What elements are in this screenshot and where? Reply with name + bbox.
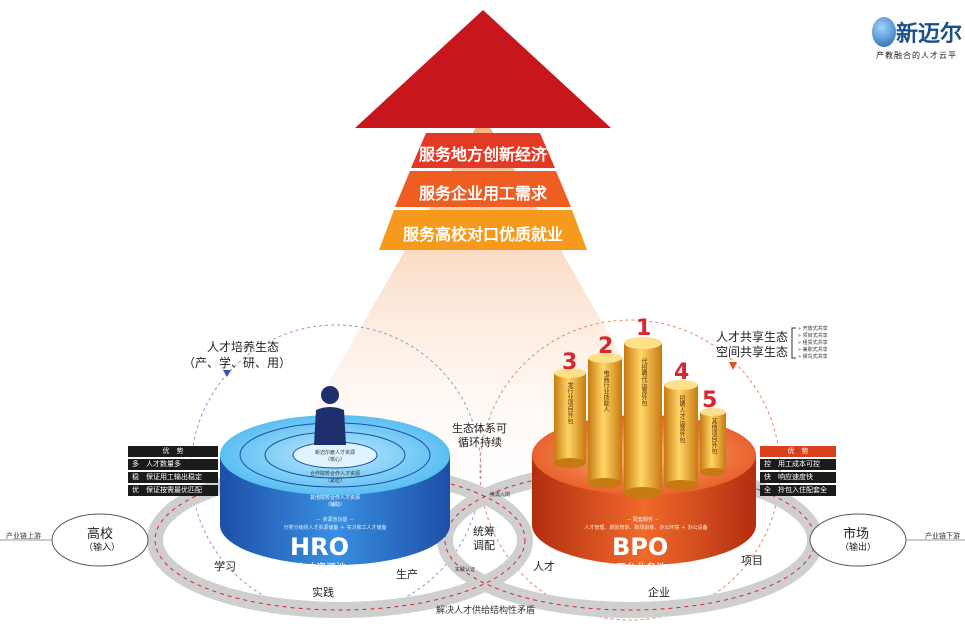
- logo-tagline: 产教融合的人才云平: [876, 51, 957, 60]
- right-marker-icon: [729, 362, 737, 370]
- left-table-header: 优 势: [128, 446, 218, 457]
- flow-xuexi: 学习: [214, 560, 236, 573]
- right-table-row: 全 拎包入住配套全: [760, 485, 836, 496]
- gold-cylinders: [554, 337, 726, 499]
- flow-xiangmu: 项目: [741, 554, 763, 567]
- upstream-label: 产业链上游: [6, 532, 41, 540]
- flow-jieshou: 接需入岗: [490, 492, 511, 498]
- cylinder-5-number: 5: [702, 388, 718, 413]
- hro-ring-mid-label: 合作院校合作人才资源 （紧密）: [295, 470, 375, 484]
- flow-tiaopei: 调配: [473, 539, 495, 552]
- right-table-row: 控 用工成本可控: [760, 459, 836, 470]
- left-orbit: [190, 324, 482, 616]
- talent-cultivation-sub: （产、学、研、用）: [183, 356, 292, 370]
- hro-service-body: 分类分级的人才资源储备 ＋ 实习和工人才储备: [283, 525, 387, 531]
- bullet-bracket: [791, 327, 796, 359]
- right-orbit: [479, 319, 781, 621]
- flow-tongchou: 统筹: [473, 525, 495, 538]
- hro-title: HRO: [290, 533, 349, 561]
- bpo-subtitle: 平台业务池: [616, 563, 666, 574]
- bpo-service-body: 人才管理、岗前培训、职场训练、办公环境 ＋ 办公设备: [584, 525, 708, 531]
- hro-service-title: － 资源池功能 －: [315, 517, 355, 523]
- band-2-shape: [395, 171, 571, 207]
- pyramid-arrow-head: [355, 10, 611, 128]
- cylinder-1-text: 代招聘代运营外包: [640, 358, 647, 406]
- hro-ring-outer-t2: （辅助）: [324, 502, 345, 508]
- person-head: [321, 386, 339, 404]
- flow-rencai: 人才: [533, 560, 555, 573]
- left-flow-dash: [154, 469, 526, 611]
- sharing-bullets: » 开放式共享 » 项目式共享 » 租赁式共享 » 兼职式共享 » 候鸟式共享: [798, 326, 828, 361]
- sharing-bullet: » 兼职式共享: [798, 347, 828, 353]
- center-loop-line2: 循环持续: [458, 436, 502, 449]
- flow-chuchang: 实践认证: [455, 567, 476, 573]
- right-table-row: 快 响应速度快: [760, 472, 836, 483]
- cylinder-5-text: 其他项目外包: [710, 418, 717, 454]
- space-sharing-title: 空间共享生态: [716, 345, 789, 359]
- talent-cultivation-title: 人才培养生态: [207, 340, 280, 354]
- band-3-shape: [379, 210, 587, 250]
- person-body: [314, 407, 346, 445]
- hro-ring-mid-t2: （紧密）: [324, 478, 345, 484]
- center-loop-line1: 生态体系可: [452, 422, 507, 435]
- hro-ring-outer-label: 其他院校合作人才资源 （辅助）: [295, 494, 375, 508]
- flow-shengchan: 生产: [396, 568, 418, 581]
- downstream-label: 产业链下游: [925, 532, 960, 540]
- bottom-caption: 解决人才供给结构性矛盾: [436, 606, 536, 616]
- bpo-title: BPO: [612, 533, 669, 561]
- hro-subtitle: 人才资源池: [296, 563, 346, 574]
- talent-sharing-title: 人才共享生态: [716, 330, 789, 344]
- hro-ring-core-t2: （核心）: [324, 457, 345, 463]
- flow-qiye: 企业: [648, 586, 670, 599]
- left-table-row: 多 人才数量多: [128, 459, 218, 470]
- bpo-service-title: － 配套服务 －: [626, 517, 660, 523]
- gaoxiao-label: 高校: [87, 527, 114, 542]
- hro-ring-outer-t1: 其他院校合作人才资源: [309, 495, 360, 501]
- left-table-row: 稳 保证用工输出稳定: [128, 472, 218, 483]
- band-3-label: 服务高校对口优质就业: [402, 225, 563, 244]
- cylinder-3-text: 发行业项目外包: [566, 382, 573, 424]
- shichang-label: 市场: [843, 527, 870, 542]
- left-marker-icon: [223, 370, 231, 377]
- hro-ring-mid-t1: 合作院校合作人才资源: [309, 471, 360, 477]
- band-2-label: 服务企业用工需求: [418, 184, 547, 203]
- sharing-bullet: » 租赁式共享: [798, 340, 828, 346]
- sharing-bullet: » 项目式共享: [798, 333, 828, 339]
- cylinder-4-text: 招聘人才运营外包: [678, 395, 685, 443]
- left-table-row: 优 保证按需最优匹配: [128, 485, 218, 496]
- hro-ring-core-t1: 新迈尔雇人才资源: [314, 450, 355, 456]
- sharing-bullet: » 候鸟式共享: [798, 354, 828, 360]
- cylinder-2-text: 电商行业技能人: [602, 370, 609, 412]
- flow-shijian: 实践: [312, 586, 334, 599]
- band-1-shape: [411, 133, 555, 168]
- shichang-sub: （输出）: [840, 543, 877, 553]
- cylinder-4-number: 4: [674, 360, 690, 385]
- cylinder-2-number: 2: [598, 334, 614, 359]
- sharing-bullet: » 开放式共享: [798, 326, 828, 332]
- gaoxiao-sub: （输入）: [84, 543, 121, 553]
- cylinder-1-number: 1: [636, 316, 652, 341]
- cylinder-3-number: 3: [562, 350, 578, 375]
- logo-title: 新迈尔: [896, 22, 963, 47]
- right-table-header: 优 势: [760, 446, 836, 457]
- hro-ring-core-label: 新迈尔雇人才资源 （核心）: [305, 449, 365, 463]
- logo-mark-icon: [872, 17, 896, 47]
- band-1-label: 服务地方创新经济: [418, 145, 547, 164]
